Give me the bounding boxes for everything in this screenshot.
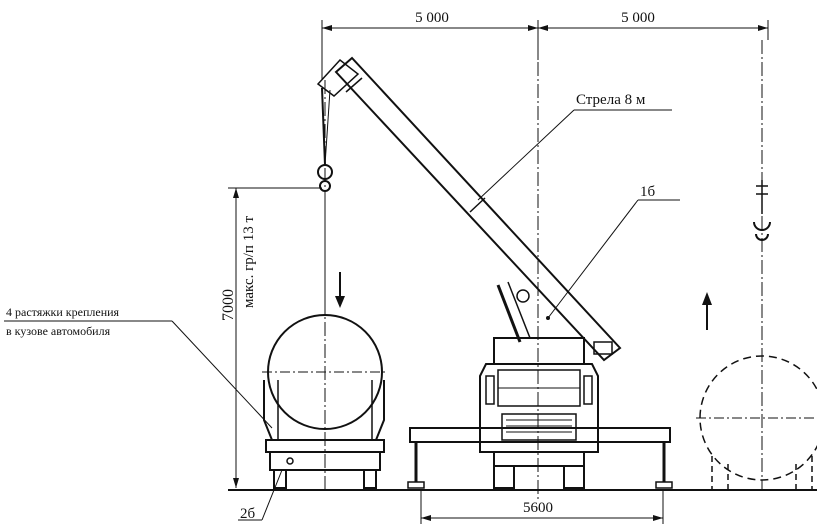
left-hook-block xyxy=(317,164,333,315)
crane-truck-cab xyxy=(479,337,613,489)
max-load-label: макс. гр/п 13 т xyxy=(241,216,257,308)
base-dimension xyxy=(420,490,664,524)
outriggers xyxy=(407,427,673,489)
top-dimension xyxy=(321,20,769,80)
height-dimension xyxy=(228,187,322,488)
truck-ref-label: 2б xyxy=(240,506,256,522)
lift-height-label: 7000 xyxy=(220,289,237,321)
transport-truck xyxy=(262,314,388,489)
down-arrow-icon xyxy=(335,272,345,308)
boom-label: Стрела 8 м xyxy=(576,92,646,108)
tank-destination-outline xyxy=(696,355,817,490)
right-hook-block xyxy=(753,180,771,241)
crane-boom xyxy=(316,56,622,362)
up-arrow-icon xyxy=(702,292,712,330)
span-right-label: 5 000 xyxy=(621,10,655,26)
span-left-label: 5 000 xyxy=(415,10,449,26)
outrigger-base-label: 5600 xyxy=(523,500,553,516)
crane-ref-label: 1б xyxy=(640,184,656,200)
lashing-label-line2: в кузове автомобиля xyxy=(6,324,111,338)
lashing-label-line1: 4 растяжки крепления xyxy=(6,305,120,319)
